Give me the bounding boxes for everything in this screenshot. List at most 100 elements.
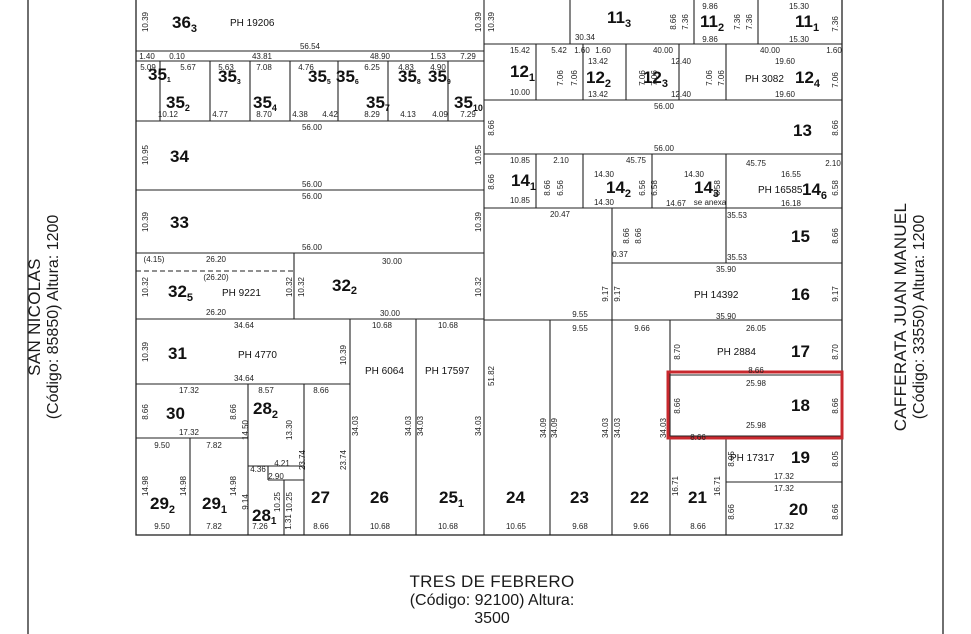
svg-text:23.74: 23.74: [298, 449, 307, 470]
lot-35-9: 359: [428, 67, 451, 86]
svg-text:7.36: 7.36: [681, 14, 690, 30]
svg-text:35.53: 35.53: [727, 211, 748, 220]
svg-text:8.66: 8.66: [487, 174, 496, 190]
svg-text:4.21: 4.21: [274, 459, 290, 468]
lot-31: 31: [168, 344, 187, 363]
svg-text:9.66: 9.66: [633, 522, 649, 531]
svg-text:8.05: 8.05: [727, 451, 736, 467]
svg-text:9.66: 9.66: [634, 324, 650, 333]
svg-text:10.39: 10.39: [474, 211, 483, 232]
svg-text:7.36: 7.36: [733, 14, 742, 30]
svg-text:43.81: 43.81: [252, 52, 273, 61]
svg-text:7.26: 7.26: [252, 522, 268, 531]
svg-text:(26.20): (26.20): [203, 273, 229, 282]
svg-text:45.75: 45.75: [746, 159, 767, 168]
lot-32-5: 325: [168, 282, 193, 304]
svg-text:13.42: 13.42: [588, 90, 609, 99]
svg-text:10.32: 10.32: [474, 276, 483, 297]
svg-text:40.00: 40.00: [653, 46, 674, 55]
svg-text:9.86: 9.86: [702, 35, 718, 44]
svg-text:35.90: 35.90: [716, 265, 737, 274]
svg-text:56.00: 56.00: [302, 192, 323, 201]
svg-text:14.30: 14.30: [684, 170, 705, 179]
svg-text:7.29: 7.29: [460, 52, 476, 61]
svg-text:56.00: 56.00: [654, 102, 675, 111]
lot-27: 27: [311, 488, 330, 507]
lot-13: 13: [793, 121, 812, 140]
street-right-code: (Código: 33550) Altura: 1200: [911, 214, 928, 420]
svg-text:7.29: 7.29: [460, 110, 476, 119]
svg-text:10.95: 10.95: [141, 144, 150, 165]
svg-text:10.68: 10.68: [438, 522, 459, 531]
svg-text:1.53: 1.53: [430, 52, 446, 61]
lot-11-2: 112: [700, 12, 724, 34]
svg-text:9.68: 9.68: [572, 522, 588, 531]
lot-24: 24: [506, 488, 525, 507]
svg-text:30.00: 30.00: [382, 257, 403, 266]
svg-text:4.77: 4.77: [212, 110, 228, 119]
highlight-lot-18[interactable]: [666, 370, 844, 440]
svg-text:2.10: 2.10: [553, 156, 569, 165]
svg-text:6.56: 6.56: [638, 180, 647, 196]
svg-text:9.86: 9.86: [702, 2, 718, 11]
lot-14-1: 141: [511, 171, 536, 193]
svg-text:34.03: 34.03: [404, 415, 413, 436]
svg-text:8.70: 8.70: [831, 344, 840, 360]
svg-text:19.60: 19.60: [775, 90, 796, 99]
street-left-name: SAN NICOLAS: [25, 258, 44, 376]
ph-14392: PH 14392: [694, 290, 739, 301]
svg-text:12.40: 12.40: [671, 90, 692, 99]
lot-28-2: 282: [253, 399, 278, 421]
svg-text:35.53: 35.53: [727, 253, 748, 262]
lot-35-10: 3510: [454, 93, 483, 113]
lot-28-1: 281: [252, 506, 277, 527]
svg-text:14.67: 14.67: [666, 199, 687, 208]
svg-text:7.06: 7.06: [638, 70, 647, 86]
svg-text:4.90: 4.90: [430, 63, 446, 72]
svg-text:9.50: 9.50: [154, 522, 170, 531]
street-right-cafferata: CAFFERATA JUAN MANUEL (Código: 33550) Al…: [891, 152, 929, 482]
svg-text:9.55: 9.55: [572, 324, 588, 333]
svg-text:14.30: 14.30: [594, 198, 615, 207]
lot-35-2: 352: [166, 93, 190, 113]
lot-15: 15: [791, 227, 810, 246]
svg-text:8.66: 8.66: [831, 398, 840, 414]
svg-text:8.66: 8.66: [141, 404, 150, 420]
svg-text:10.85: 10.85: [510, 156, 531, 165]
street-left-san-nicolas: SAN NICOLAS (Código: 85850) Altura: 1200: [25, 152, 63, 482]
svg-text:4.76: 4.76: [298, 63, 314, 72]
svg-text:se anexa: se anexa: [694, 198, 727, 207]
lot-16: 16: [791, 285, 810, 304]
ph-6064: PH 6064: [365, 366, 404, 377]
svg-text:8.29: 8.29: [364, 110, 380, 119]
svg-text:7.36: 7.36: [831, 16, 840, 32]
svg-text:34.03: 34.03: [601, 417, 610, 438]
svg-text:6.58: 6.58: [713, 180, 722, 196]
svg-text:9.14: 9.14: [241, 494, 250, 510]
svg-text:1.40: 1.40: [139, 52, 155, 61]
svg-text:17.32: 17.32: [774, 522, 795, 531]
lot-14-6: 146: [802, 180, 827, 202]
svg-text:17.32: 17.32: [774, 484, 795, 493]
ph-19206: PH 19206: [230, 18, 275, 29]
lot-17: 17: [791, 342, 810, 361]
svg-text:4.42: 4.42: [322, 110, 338, 119]
svg-text:14.98: 14.98: [229, 475, 238, 496]
svg-text:26.05: 26.05: [746, 324, 767, 333]
svg-text:9.17: 9.17: [601, 286, 610, 302]
svg-text:13.30: 13.30: [285, 419, 294, 440]
street-left-code: (Código: 85850) Altura: 1200: [45, 214, 62, 420]
lot-14-3: 143: [694, 178, 719, 200]
dimension-labels: 56.54 48.90 43.81 56.00 56.00 56.00 56.0…: [139, 2, 842, 531]
outer-frame: [27, 0, 944, 634]
svg-text:8.57: 8.57: [258, 386, 274, 395]
svg-text:8.66: 8.66: [690, 522, 706, 531]
svg-text:2.90: 2.90: [268, 472, 284, 481]
svg-text:9.17: 9.17: [613, 286, 622, 302]
lot-25-1: 251: [439, 488, 464, 510]
svg-text:5.09: 5.09: [140, 63, 156, 72]
svg-text:7.06: 7.06: [570, 70, 579, 86]
svg-text:7.82: 7.82: [206, 441, 222, 450]
svg-text:17.32: 17.32: [179, 386, 200, 395]
svg-text:6.25: 6.25: [364, 63, 380, 72]
